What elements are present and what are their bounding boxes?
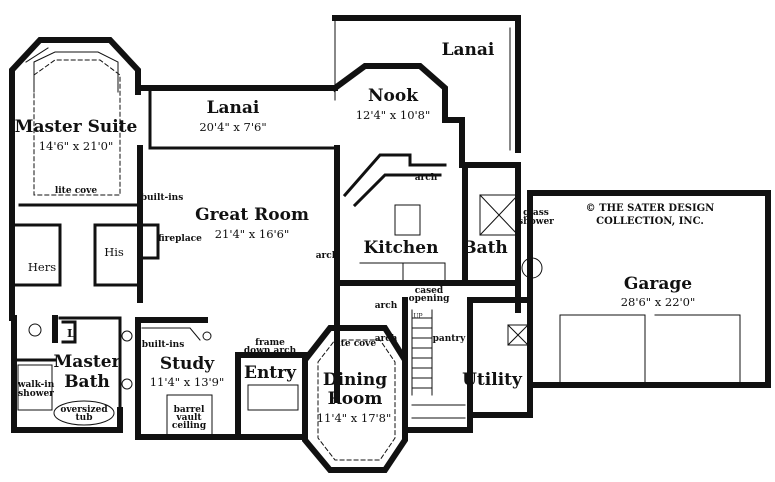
note-frame-down-arch: frame — [255, 338, 285, 348]
note-cased-opening: cased — [415, 286, 444, 296]
room-great-room-dims: 21'4" x 16'6" — [215, 227, 290, 241]
note-walk-in-shower: shower — [18, 389, 54, 399]
note-oversized-tub: oversized — [60, 405, 108, 415]
room-master-suite-dims: 14'6" x 21'0" — [39, 139, 114, 153]
room-study: Study — [160, 354, 215, 374]
room-dining-2: Room — [328, 389, 383, 409]
note-frame-down-arch: down arch — [244, 346, 297, 356]
room-bath: Bath — [462, 238, 508, 258]
room-master-bath-1: Master — [53, 352, 121, 372]
note-arch: arch — [375, 301, 398, 311]
note-walk-in-shower: walk-in — [17, 380, 55, 390]
room-kitchen: Kitchen — [364, 238, 439, 258]
note-glass-shower: glass — [523, 208, 549, 218]
copyright-line-2: COLLECTION, INC. — [596, 216, 704, 227]
note-glass-shower: shower — [518, 217, 554, 227]
annotations: built-ins fireplace arch arch arch arch … — [17, 173, 554, 431]
room-garage-dims: 28'6" x 22'0" — [621, 295, 696, 309]
note-arch: arch — [316, 251, 339, 261]
room-study-dims: 11'4" x 13'9" — [150, 375, 225, 389]
oversized-tub-shape — [53, 400, 115, 426]
room-nook: Nook — [368, 86, 419, 106]
note-fireplace: fireplace — [158, 234, 202, 244]
copyright: © THE SATER DESIGN COLLECTION, INC. — [586, 203, 715, 227]
master-suite-lite-cove: lite cove — [55, 186, 98, 196]
room-master-suite: Master Suite — [15, 117, 138, 137]
room-lanai-left: Lanai — [207, 98, 260, 118]
room-his: His — [104, 245, 124, 259]
stairs — [411, 317, 466, 419]
room-garage: Garage — [624, 274, 692, 294]
room-nook-dims: 12'4" x 10'8" — [356, 108, 431, 122]
note-pantry: pantry — [433, 334, 467, 344]
room-labels: Master Suite 14'6" x 21'0" lite cove Lan… — [15, 40, 696, 425]
room-lanai-left-dims: 20'4" x 7'6" — [199, 120, 266, 134]
room-lanai-right: Lanai — [442, 40, 495, 60]
note-laundry: L — [67, 326, 75, 340]
note-barrel-vault: ceiling — [172, 421, 207, 431]
note-built-ins: built-ins — [141, 193, 184, 203]
walls — [9, 15, 771, 473]
note-stairs-up: UP — [413, 313, 422, 320]
copyright-line-1: © THE SATER DESIGN — [586, 203, 715, 214]
note-cased-opening: opening — [409, 294, 451, 304]
dining-lite-cove: lite cove — [334, 339, 377, 349]
room-dining-1: Dining — [323, 370, 387, 390]
note-barrel-vault: barrel — [174, 405, 205, 415]
room-utility: Utility — [462, 370, 523, 390]
room-dining-dims: 11'4" x 17'8" — [317, 411, 392, 425]
room-master-bath-2: Bath — [64, 372, 110, 392]
note-barrel-vault: vault — [175, 413, 202, 423]
note-oversized-tub: tub — [76, 413, 93, 423]
room-hers: Hers — [28, 260, 56, 274]
note-arch: arch — [415, 173, 438, 183]
room-great-room: Great Room — [195, 205, 309, 225]
room-entry: Entry — [244, 363, 297, 383]
note-built-ins-study: built-ins — [142, 340, 185, 350]
note-arch: arch — [375, 334, 398, 344]
